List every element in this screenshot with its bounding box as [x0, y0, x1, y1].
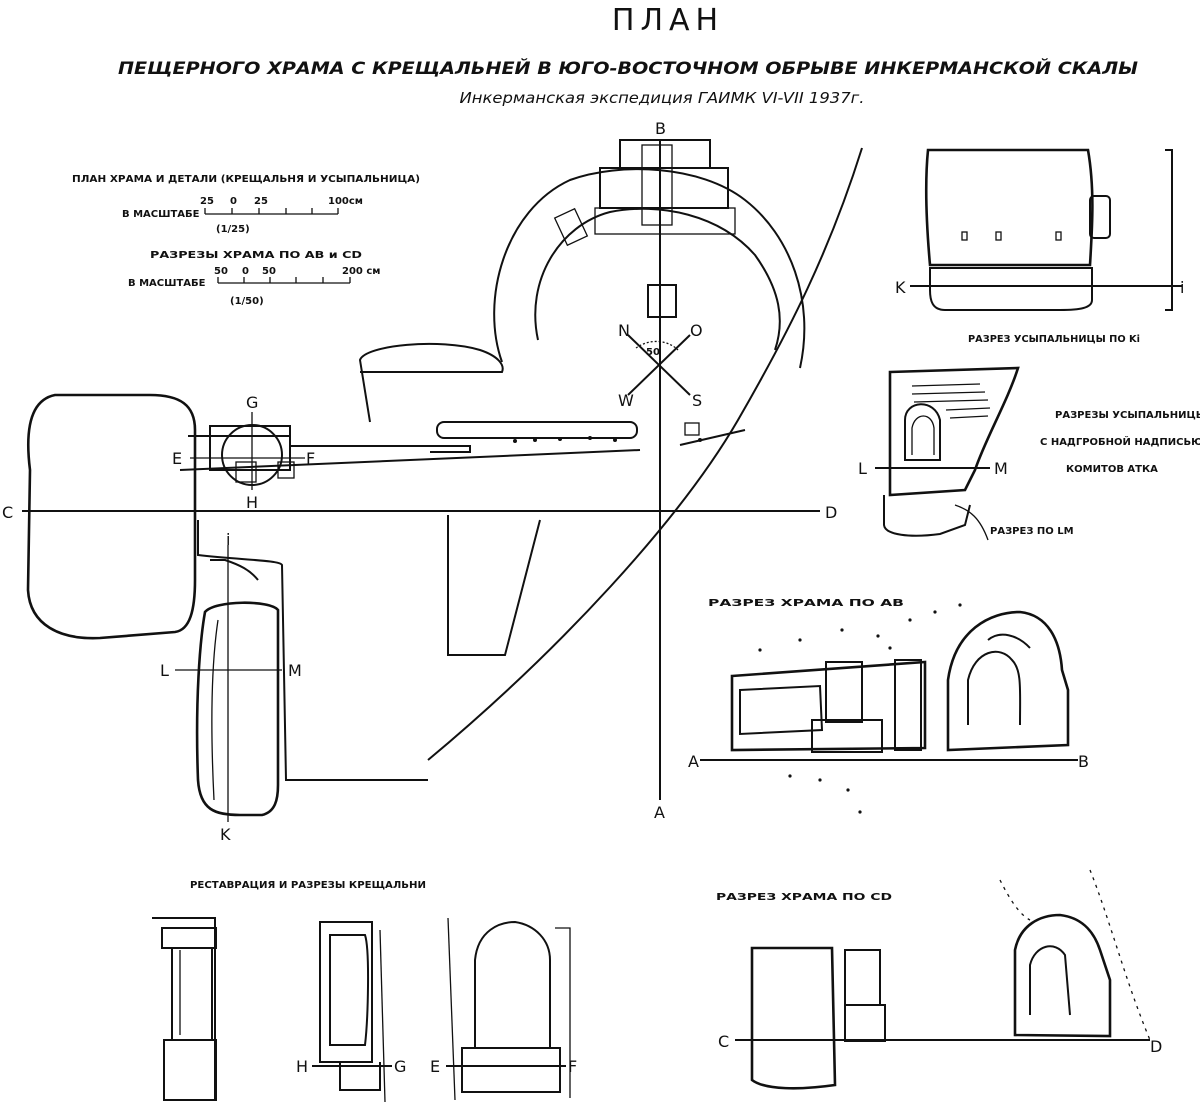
scale-legend: ПЛАН ХРАМА И ДЕТАЛИ (КРЕЩАЛЬНЯ И УСЫПАЛЬ… [72, 174, 420, 307]
label-i: i [226, 530, 230, 549]
tomb-inscription-lines [911, 383, 991, 419]
svg-text:N: N [618, 321, 630, 340]
svg-text:F: F [568, 1057, 577, 1076]
legend-plan-title: ПЛАН ХРАМА И ДЕТАЛИ (КРЕЩАЛЬНЯ И УСЫПАЛЬ… [72, 174, 420, 185]
svg-text:i: i [1180, 278, 1184, 297]
svg-text:C: C [718, 1032, 729, 1051]
svg-text:K: K [895, 278, 906, 297]
section-cd: РАЗРЕЗ ХРАМА ПО CD C D [716, 869, 1162, 1090]
svg-text:G: G [394, 1057, 406, 1076]
svg-text:A: A [688, 752, 699, 771]
legend-sections-title: РАЗРЕЗЫ ХРАМА ПО AB и CD [150, 250, 362, 261]
bench-strip [436, 421, 638, 439]
apse-inner [534, 207, 781, 351]
plan-title: ПЛАН [612, 3, 724, 38]
tomb-chamber [195, 601, 280, 817]
caption-ab: РАЗРЕЗ ХРАМА ПО АВ [708, 598, 904, 609]
svg-text:25: 25 [200, 196, 214, 207]
svg-text:S: S [692, 391, 702, 410]
legend-scale-label-2: В МАСШТАБЕ [128, 278, 206, 289]
svg-text:КОМИТОВ АТКА: КОМИТОВ АТКА [1066, 464, 1158, 475]
font-restoration-sections: РЕСТАВРАЦИЯ И РАЗРЕЗЫ КРЕЩАЛЬНИ H G E F [152, 880, 577, 1103]
caption-font: РЕСТАВРАЦИЯ И РАЗРЕЗЫ КРЕЩАЛЬНИ [190, 880, 426, 891]
svg-text:0: 0 [230, 196, 237, 207]
svg-text:25: 25 [254, 196, 268, 207]
scale-bar-1: 25 0 25 100см (1/25) [200, 196, 363, 235]
main-plan: 50 N O W S B A C D E F G H i K L M [2, 119, 863, 844]
section-lm: L M РАЗРЕЗЫ УСЫПАЛЬНИЦЫ С НАДГРОБНОЙ НАД… [858, 366, 1200, 541]
label-k: K [220, 825, 231, 844]
svg-text:50: 50 [262, 266, 276, 277]
svg-text:100см: 100см [328, 196, 363, 207]
caption-cd: РАЗРЕЗ ХРАМА ПО CD [716, 892, 892, 903]
svg-text:L: L [858, 459, 867, 478]
svg-text:РАЗРЕЗЫ УСЫПАЛЬНИЦЫ: РАЗРЕЗЫ УСЫПАЛЬНИЦЫ [1055, 410, 1200, 421]
svg-text:D: D [1150, 1037, 1162, 1056]
plan-subtitle: ПЕЩЕРНОГО ХРАМА С КРЕЩАЛЬНЕЙ В ЮГО-ВОСТО… [118, 57, 1138, 79]
rock-stipple [758, 603, 962, 814]
label-m: M [288, 661, 302, 680]
expedition-caption: Инкерманская экспедиция ГАИМК VI-VII 193… [460, 89, 865, 107]
legend-scale-label-1: В МАСШТАБЕ [122, 209, 200, 220]
svg-text:50: 50 [646, 347, 660, 358]
bench-holes [513, 436, 702, 443]
svg-text:W: W [618, 391, 634, 410]
label-e: E [172, 449, 182, 468]
label-f: F [306, 449, 315, 468]
scale-bar-2: 50 0 50 200 см (1/50) [214, 266, 380, 307]
section-ab: РАЗРЕЗ ХРАМА ПО АВ A B [688, 598, 1089, 814]
svg-text:50: 50 [214, 266, 228, 277]
label-c: C [2, 503, 13, 522]
label-h: H [246, 493, 258, 512]
scale-ratio-1: (1/25) [216, 224, 250, 235]
cliff-edge-line [427, 147, 863, 761]
label-g: G [246, 393, 258, 412]
svg-text:B: B [1078, 752, 1089, 771]
caption-lm: РАЗРЕЗ ПО LM [990, 526, 1074, 537]
label-d: D [825, 503, 837, 522]
label-a: A [654, 803, 665, 822]
svg-text:E: E [430, 1057, 440, 1076]
label-l: L [160, 661, 169, 680]
svg-text:0: 0 [242, 266, 249, 277]
svg-text:H: H [296, 1057, 308, 1076]
caption-ki: РАЗРЕЗ УСЫПАЛЬНИЦЫ ПО Ki [968, 334, 1140, 345]
section-ki: K i РАЗРЕЗ УСЫПАЛЬНИЦЫ ПО Ki [895, 148, 1184, 345]
svg-text:M: M [994, 459, 1008, 478]
compass-rose: 50 N O W S [618, 321, 703, 410]
svg-text:O: O [690, 321, 703, 340]
baptistery-hall [26, 393, 197, 640]
svg-text:200 см: 200 см [342, 266, 380, 277]
altar-block [619, 139, 711, 169]
scale-ratio-2: (1/50) [230, 296, 264, 307]
label-b: B [655, 119, 666, 138]
svg-text:С НАДГРОБНОЙ НАДПИСЬЮ: С НАДГРОБНОЙ НАДПИСЬЮ [1040, 435, 1200, 448]
apse-outer [493, 168, 806, 369]
